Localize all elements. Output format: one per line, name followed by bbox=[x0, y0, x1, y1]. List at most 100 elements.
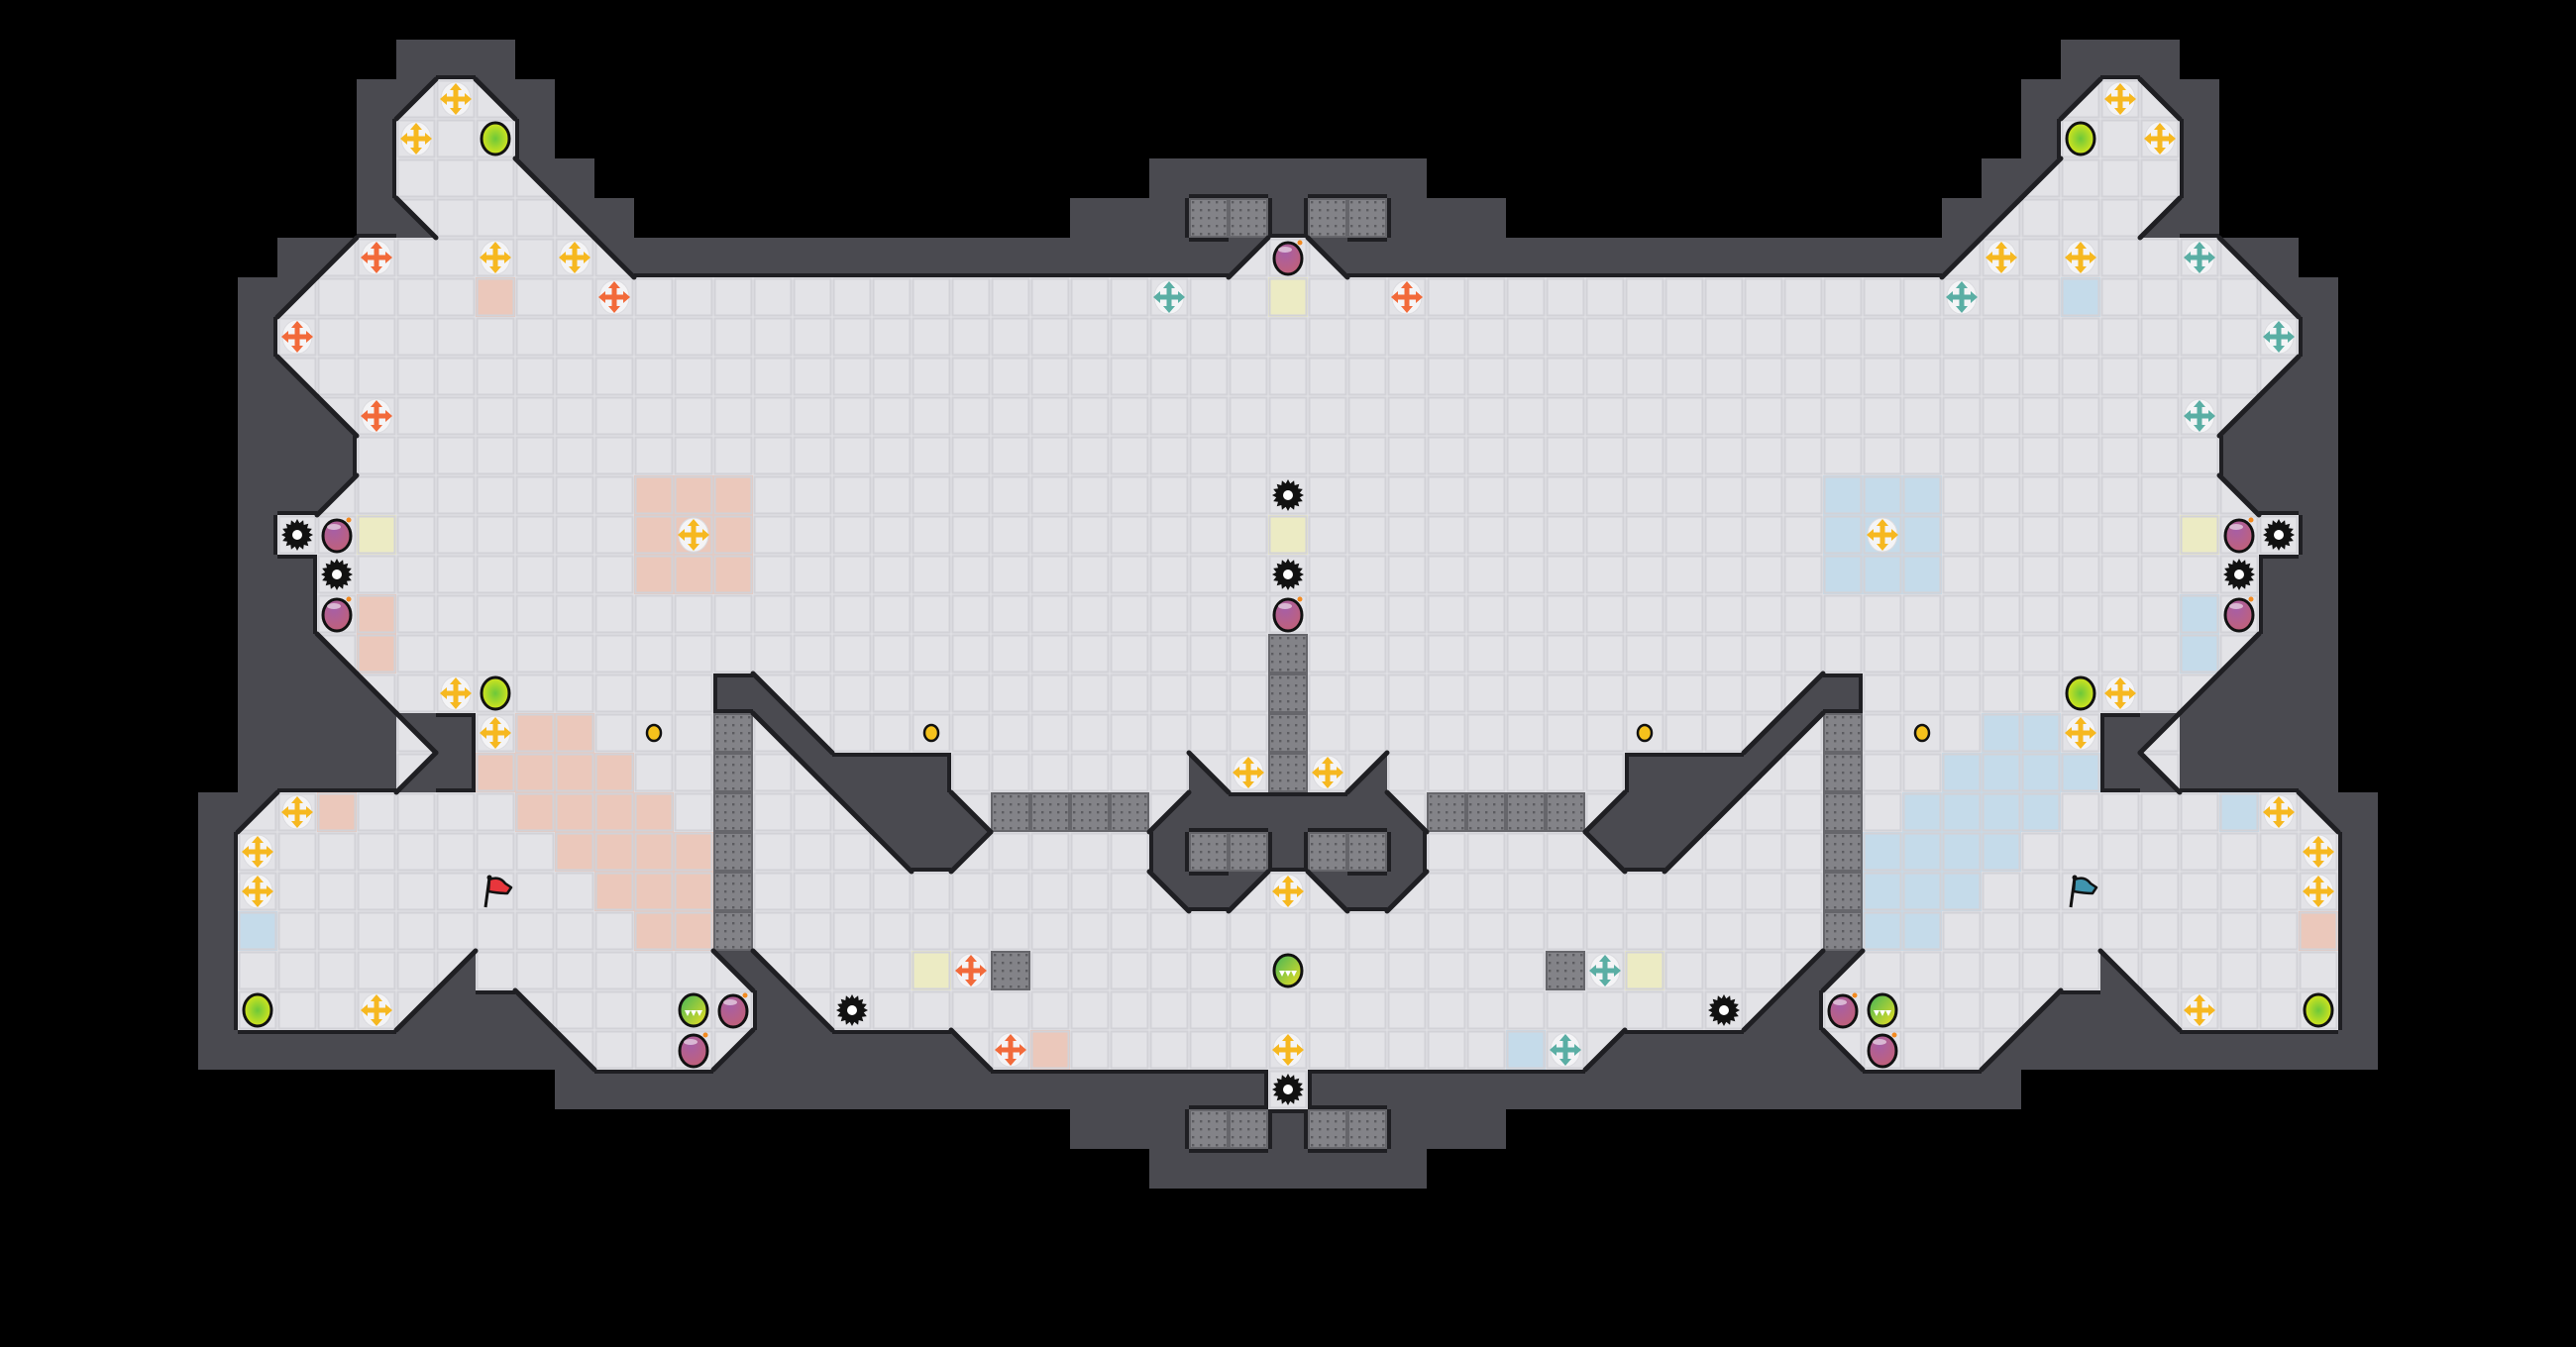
floor-bevel bbox=[991, 277, 1030, 317]
floor-tile bbox=[1308, 594, 1347, 634]
floor-fill bbox=[1783, 357, 1823, 396]
wall-tile bbox=[515, 119, 555, 158]
floor-fill bbox=[1783, 277, 1823, 317]
floor-tile bbox=[2140, 475, 2180, 515]
floor-bevel bbox=[832, 990, 872, 1030]
floor-fill bbox=[357, 277, 396, 317]
floor-bevel bbox=[1704, 911, 1744, 951]
floor-bevel bbox=[912, 475, 951, 515]
floor-fill bbox=[2100, 594, 2140, 634]
powerup-ball bbox=[2065, 675, 2096, 711]
gate-fill bbox=[1823, 792, 1863, 832]
floor-bevel bbox=[1664, 357, 1704, 396]
floor-tile bbox=[1744, 872, 1783, 911]
floor-bevel bbox=[1982, 396, 2021, 436]
wall-tile bbox=[1546, 1070, 1585, 1109]
floor-bevel bbox=[317, 277, 357, 317]
floor-bevel bbox=[1942, 951, 1982, 990]
floor-bevel bbox=[396, 832, 436, 872]
floor-fill bbox=[674, 674, 713, 713]
floor-tile bbox=[1030, 832, 1070, 872]
floor-bevel bbox=[396, 396, 436, 436]
floor-fill bbox=[634, 911, 674, 951]
floor-bevel bbox=[2140, 792, 2180, 832]
floor-tile bbox=[1466, 753, 1506, 792]
floor-bevel bbox=[753, 357, 793, 396]
floor-bevel bbox=[2180, 436, 2219, 475]
floor-tile bbox=[1466, 634, 1506, 674]
floor-tile bbox=[951, 396, 991, 436]
floor-bevel bbox=[634, 911, 674, 951]
floor-fill bbox=[1030, 872, 1070, 911]
wall-tile bbox=[2338, 792, 2378, 832]
floor-fill bbox=[1585, 277, 1625, 317]
floor-tile bbox=[1466, 832, 1506, 872]
floor-bevel bbox=[1189, 357, 1229, 396]
floor-bevel bbox=[1744, 475, 1783, 515]
gate-border bbox=[1347, 1109, 1387, 1149]
floor-tile bbox=[912, 634, 951, 674]
floor-fill bbox=[515, 436, 555, 475]
floor-bevel bbox=[1466, 396, 1506, 436]
wall-tile bbox=[2061, 40, 2100, 79]
floor-tile bbox=[1744, 911, 1783, 951]
floor-tile bbox=[1030, 396, 1070, 436]
floor-tile bbox=[1704, 951, 1744, 990]
bomb-icon bbox=[2223, 517, 2255, 554]
floor-fill bbox=[713, 396, 753, 436]
floor-fill bbox=[1149, 594, 1189, 634]
floor-tile bbox=[793, 515, 832, 555]
floor-bevel bbox=[515, 396, 555, 436]
floor-fill bbox=[1229, 475, 1268, 515]
wall-tile bbox=[1347, 158, 1387, 198]
floor-fill bbox=[1387, 515, 1427, 555]
boost-arrowhead bbox=[450, 702, 462, 709]
floor-bevel bbox=[1902, 1030, 1942, 1070]
floor-bevel bbox=[1704, 317, 1744, 357]
floor-tile bbox=[2061, 911, 2100, 951]
wall-tile bbox=[753, 238, 793, 277]
wall-edge bbox=[710, 948, 756, 993]
floor-tile bbox=[396, 872, 436, 911]
team-tile bbox=[1030, 1030, 1070, 1070]
boost-arrowhead bbox=[688, 544, 699, 551]
floor-tile bbox=[515, 515, 555, 555]
floor-fill bbox=[1229, 1030, 1268, 1070]
boost-arrowhead bbox=[2312, 836, 2324, 843]
floor-bevel bbox=[1585, 634, 1625, 674]
floor-bevel bbox=[1744, 634, 1783, 674]
floor-fill bbox=[832, 396, 872, 436]
floor-fill bbox=[2140, 792, 2180, 832]
gate-fill bbox=[1823, 832, 1863, 872]
floor-tile bbox=[1189, 674, 1229, 713]
floor-bevel bbox=[1744, 674, 1783, 713]
floor-fill bbox=[793, 594, 832, 634]
wall-tile bbox=[357, 158, 396, 198]
floor-bevel bbox=[396, 872, 436, 911]
floor-fill bbox=[674, 436, 713, 475]
wall-tile bbox=[2338, 832, 2378, 872]
floor-fill bbox=[1902, 555, 1942, 594]
floor-bevel bbox=[634, 872, 674, 911]
floor-tile bbox=[1546, 515, 1585, 555]
floor-tile bbox=[1506, 277, 1546, 317]
floor-tile bbox=[1110, 317, 1149, 357]
wall-edge bbox=[2216, 393, 2262, 439]
boost-arrowhead bbox=[2154, 148, 2166, 155]
floor-tile bbox=[1070, 713, 1110, 753]
floor-fill bbox=[1030, 317, 1070, 357]
floor-tile bbox=[1347, 990, 1387, 1030]
floor-tile bbox=[476, 594, 515, 634]
floor-tile bbox=[2021, 475, 2061, 515]
floor-bevel bbox=[1308, 990, 1347, 1030]
floor-fill bbox=[753, 436, 793, 475]
floor-bevel bbox=[991, 753, 1030, 792]
floor-bevel bbox=[951, 713, 991, 753]
floor-fill bbox=[476, 911, 515, 951]
floor-tile bbox=[991, 872, 1030, 911]
floor-fill bbox=[1189, 1030, 1229, 1070]
floor-bevel bbox=[1625, 436, 1664, 475]
floor-fill bbox=[1506, 357, 1546, 396]
floor-bevel bbox=[1030, 396, 1070, 436]
bomb-shine bbox=[327, 603, 341, 609]
